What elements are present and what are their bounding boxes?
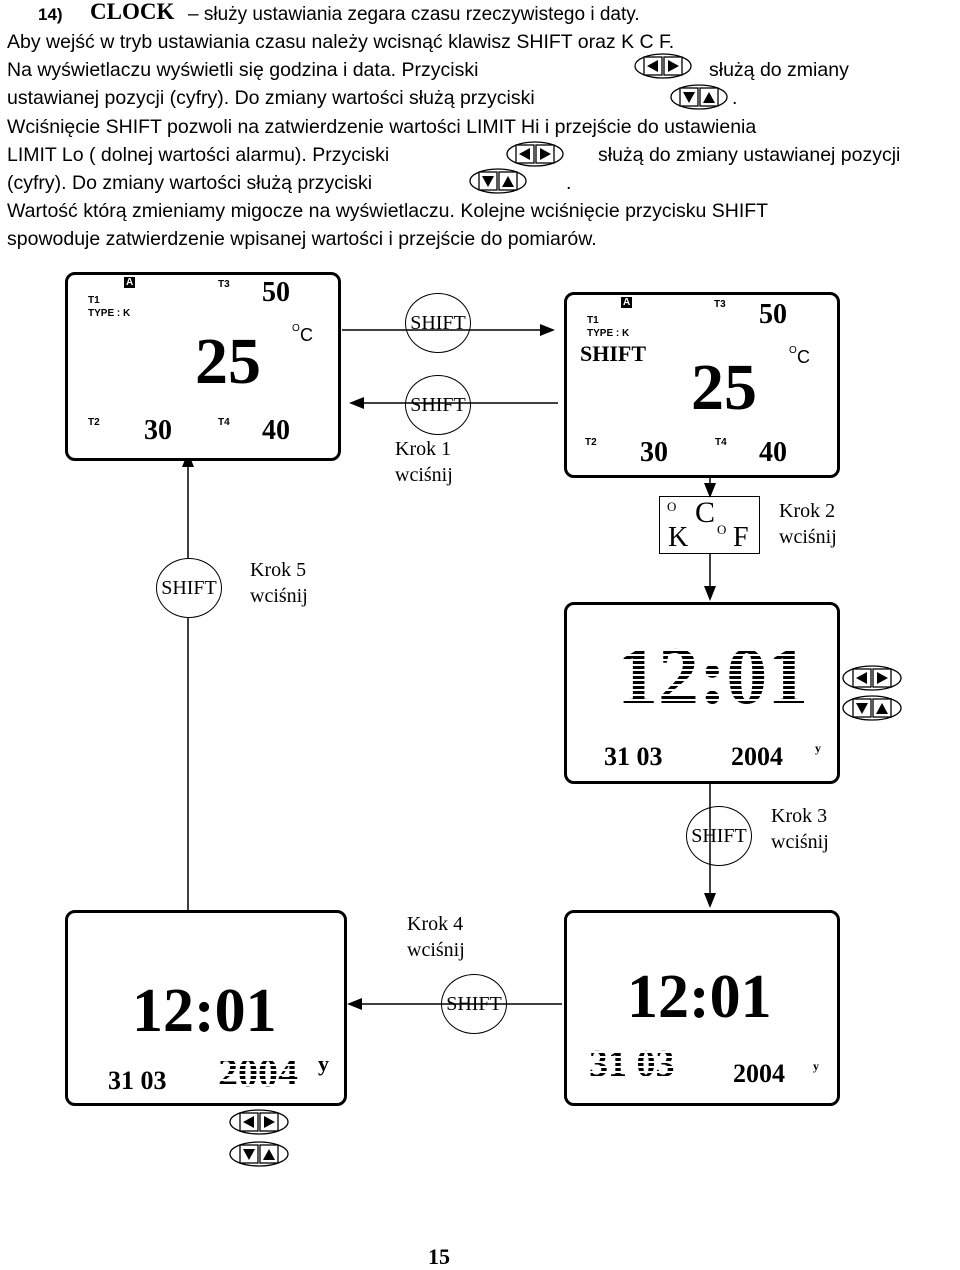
degree-sign: O (717, 522, 727, 537)
step-label: wciśnij (395, 464, 453, 486)
celsius-letter: C (695, 496, 716, 529)
clock-year: 2004 (731, 742, 783, 771)
paragraph-line: służą do zmiany (709, 59, 849, 81)
t4-label: T4 (715, 437, 727, 448)
lcd-display-temperature: A T1 TYPE : K T3 50 O C 25 T2 30 T4 40 (65, 272, 341, 461)
lcd-display-year-edit: 12:01 31 03 2004 y (65, 910, 347, 1106)
main-temperature: 25 (195, 325, 261, 398)
t4-value: 40 (759, 437, 787, 468)
paragraph-line: Wartość którą zmieniamy migocze na wyświ… (7, 200, 769, 222)
t1-label: T1 (88, 295, 100, 306)
lcd-display-clock-edit: 12:01 31 03 2004 y (564, 602, 840, 784)
t3-label: T3 (218, 279, 230, 290)
shift-button[interactable]: SHIFT (686, 806, 752, 866)
step-label: wciśnij (407, 939, 465, 961)
kcf-button[interactable]: O C K O F (659, 496, 760, 554)
left-right-buttons-icon[interactable] (841, 664, 903, 692)
t4-value: 40 (262, 415, 290, 446)
clock-time: 12:01 (132, 977, 277, 1045)
alarm-indicator: A (124, 277, 136, 288)
year-marker: y (318, 1051, 329, 1076)
down-up-buttons-icon[interactable] (841, 694, 903, 722)
clock-time: 12:01 (627, 963, 772, 1031)
t2-label: T2 (585, 437, 597, 448)
shift-button[interactable]: SHIFT (405, 293, 471, 353)
step-label: Krok 1 (395, 438, 452, 460)
shift-button[interactable]: SHIFT (405, 375, 471, 435)
shift-indicator: SHIFT (580, 341, 647, 366)
t1-label: T1 (587, 315, 599, 326)
clock-date: 31 03 (108, 1066, 167, 1095)
page-number: 15 (428, 1244, 450, 1269)
t3-label: T3 (714, 299, 726, 310)
clock-year: 2004 (733, 1059, 785, 1088)
degree-sign: O (789, 345, 797, 356)
paragraph-line: . (732, 87, 738, 109)
paragraph-line: Na wyświetlaczu wyświetli się godzina i … (7, 59, 479, 81)
unit-label: C (797, 347, 810, 367)
year-marker: y (813, 1059, 819, 1073)
step-label: Krok 5 (250, 559, 307, 581)
step-label: wciśnij (771, 831, 829, 853)
heading-number: 14) (38, 5, 63, 24)
lcd-display-shift: A T1 TYPE : K SHIFT T3 50 O C 25 T2 30 T… (564, 292, 840, 478)
paragraph-line: Wciśnięcie SHIFT pozwoli na zatwierdzeni… (7, 116, 757, 138)
paragraph-line: spowoduje zatwierdzenie wpisanej wartośc… (7, 228, 597, 250)
left-right-buttons-icon[interactable] (228, 1108, 290, 1136)
paragraph-line: służą do zmiany ustawianej pozycji (598, 144, 901, 166)
down-up-buttons-icon (670, 84, 728, 110)
clock-year: 2004 (218, 1050, 298, 1095)
down-up-buttons-icon (469, 168, 527, 194)
left-right-buttons-icon (506, 141, 564, 167)
clock-date: 31 03 (604, 742, 663, 771)
degree-sign: O (292, 323, 300, 334)
shift-button[interactable]: SHIFT (156, 558, 222, 618)
paragraph-line: (cyfry). Do zmiany wartości służą przyci… (7, 172, 373, 194)
clock-time: 12:01 (617, 630, 809, 721)
paragraph-line: LIMIT Lo ( dolnej wartości alarmu). Przy… (7, 144, 390, 166)
year-marker: y (815, 741, 821, 755)
main-temperature: 25 (691, 351, 757, 424)
shift-button[interactable]: SHIFT (441, 974, 507, 1034)
step-label: Krok 2 (779, 500, 836, 522)
left-right-buttons-icon (634, 53, 692, 79)
clock-date: 31 03 (589, 1043, 675, 1085)
unit-label: C (300, 325, 313, 345)
t4-label: T4 (218, 417, 230, 428)
heading-title: CLOCK (90, 0, 175, 24)
type-label: TYPE : K (587, 328, 630, 339)
t3-value: 50 (759, 299, 787, 330)
type-label: TYPE : K (88, 308, 131, 319)
paragraph-line: ustawianej pozycji (cyfry). Do zmiany wa… (7, 87, 535, 109)
step-label: Krok 3 (771, 805, 828, 827)
t2-value: 30 (640, 437, 668, 468)
fahrenheit-letter: F (733, 522, 749, 553)
paragraph-line: Aby wejść w tryb ustawiania czasu należy… (7, 31, 675, 53)
down-up-buttons-icon[interactable] (228, 1140, 290, 1168)
step-label: Krok 4 (407, 913, 464, 935)
step-label: wciśnij (250, 585, 308, 607)
t3-value: 50 (262, 277, 290, 308)
degree-sign: O (667, 499, 677, 514)
alarm-indicator: A (621, 297, 633, 308)
kelvin-letter: K (668, 522, 689, 553)
heading-description: – służy ustawiania zegara czasu rzeczywi… (188, 4, 640, 25)
t2-label: T2 (88, 417, 100, 428)
lcd-display-date-edit: 12:01 31 03 2004 y (564, 910, 840, 1106)
step-label: wciśnij (779, 526, 837, 548)
paragraph-line: . (566, 172, 572, 194)
t2-value: 30 (144, 415, 172, 446)
